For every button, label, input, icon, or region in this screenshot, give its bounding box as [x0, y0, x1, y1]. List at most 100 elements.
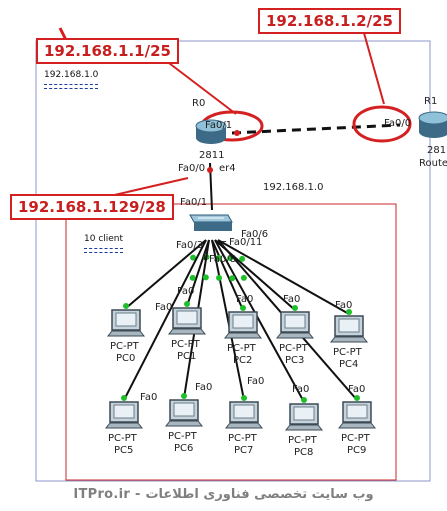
annotation-arrow-r0-fa00: [109, 177, 189, 197]
pc-link-pc0: [125, 239, 207, 309]
switch-port-fa011: Fa0/11: [229, 237, 263, 248]
pc-name-label: PC0: [116, 353, 136, 364]
router-r1-icon[interactable]: [418, 111, 447, 138]
pc-type-label: PC-PT: [227, 343, 256, 354]
pc-type-label: PC-PT: [171, 339, 200, 350]
link-status-indicator: [216, 274, 223, 281]
pc-name-label: PC2: [233, 355, 253, 366]
pc-icon-pc6[interactable]: [164, 399, 204, 427]
pc-icons-layer: [104, 307, 377, 431]
pc-name-label: PC3: [285, 355, 305, 366]
router-r0-name: R0: [192, 98, 206, 109]
annotation-arrow-r1-fa00: [363, 32, 385, 105]
highlight-r1-fa00: [352, 105, 412, 143]
pc-port-label: Fa0: [292, 384, 310, 395]
pc-icon-pc3[interactable]: [275, 311, 315, 339]
link-status-indicator: [354, 395, 360, 401]
pc-name-label: PC9: [347, 445, 367, 456]
link-status-indicator: [301, 397, 307, 403]
router-r1-name: R1: [424, 96, 438, 107]
pc-name-label: PC4: [339, 359, 359, 370]
pc-icon-pc7[interactable]: [224, 401, 264, 429]
pc-name-label: PC5: [114, 445, 134, 456]
link-status-indicator: [346, 309, 352, 315]
pc-icon-pc2[interactable]: [223, 311, 263, 339]
pc-icon-pc9[interactable]: [337, 401, 377, 429]
switch-icon[interactable]: [189, 214, 233, 231]
pc-link-pc2: [211, 239, 244, 311]
pc-link-pc4: [217, 239, 350, 315]
pc-port-label: Fa0: [348, 384, 366, 395]
switch-label-fragment: F: [203, 252, 209, 263]
link-status-indicator: [184, 301, 190, 307]
pc-name-label: PC6: [174, 443, 194, 454]
ip-annotation-r0-fa00: 192.168.1.129/28: [10, 194, 174, 220]
pc-name-label: PC8: [294, 447, 314, 458]
r0-r1-link: [231, 123, 401, 135]
pc-type-label: PC-PT: [288, 435, 317, 446]
switch-port-fa03: Fa0/3: [176, 240, 204, 251]
red-marker-dot: [207, 167, 213, 173]
router-r1-port-fa00: Fa0/0: [384, 118, 412, 129]
switch-port-fa08: Fa0/8: [209, 254, 237, 265]
link-status-indicator: [240, 305, 246, 311]
pc-type-label: PC-PT: [228, 433, 257, 444]
network-note-middle: 192.168.1.0: [263, 182, 324, 193]
link-status-indicator: [239, 255, 246, 262]
pc-icon-pc8[interactable]: [284, 403, 324, 431]
pc-link-pc1: [186, 239, 210, 307]
router-r1-type: Route: [419, 158, 447, 169]
pc-type-label: PC-PT: [341, 433, 370, 444]
router-r1-model: 281: [427, 145, 447, 156]
pc-port-label: Fa0: [140, 392, 158, 403]
pc-type-label: PC-PT: [333, 347, 362, 358]
switch-port-fa06: Fa0/6: [241, 229, 269, 240]
pc-link-pc5: [123, 239, 207, 401]
link-status-indicator: [181, 393, 187, 399]
pc-icon-pc1[interactable]: [167, 307, 207, 335]
pc-type-label: PC-PT: [110, 341, 139, 352]
link-status-indicator: [123, 303, 129, 309]
link-status-indicator: [189, 274, 196, 281]
ip-annotation-r0-fa01: 192.168.1.1/25: [36, 38, 179, 64]
pc-port-label: Fa0: [283, 294, 301, 305]
pc-name-label: PC7: [234, 445, 254, 456]
lan-area-outline: [65, 203, 397, 481]
switch-label-fragment: F: [221, 240, 227, 251]
pc-port-label: Fa0: [195, 382, 213, 393]
pc-type-label: PC-PT: [168, 431, 197, 442]
link-status-indicator: [190, 254, 197, 261]
annotation-arrow-r0-fa01: [164, 59, 237, 115]
footer-watermark: ITPro.ir - وب سایت تخصصی فناوری اطلاعات: [73, 487, 374, 502]
pc-name-label: PC1: [177, 351, 197, 362]
pc-icon-pc0[interactable]: [106, 309, 146, 337]
pc-port-label: Fa0: [177, 286, 195, 297]
pc-link-pc7: [211, 239, 245, 401]
link-status-indicator: [240, 274, 247, 281]
link-status-indicator: [292, 305, 298, 311]
pc-type-label: PC-PT: [279, 343, 308, 354]
pc-icon-pc5[interactable]: [104, 401, 144, 429]
clients-note: 10 client: [84, 234, 124, 253]
pc-link-pc8: [214, 239, 305, 403]
link-status-indicator: [202, 274, 209, 281]
router-r0-model-suffix: er4: [219, 163, 236, 174]
ip-annotation-r1-fa00: 192.168.1.2/25: [258, 8, 401, 34]
network-note-top: 192.168.1.0: [44, 70, 99, 89]
router-r0-port-fa00: Fa0/0: [178, 163, 206, 174]
pc-port-label: Fa0: [335, 300, 353, 311]
pc-port-label: Fa0: [247, 376, 265, 387]
router-r0-icon[interactable]: [195, 119, 227, 144]
pc-port-label: Fa0: [155, 302, 173, 313]
switch-port-fa01: Fa0/1: [180, 197, 208, 208]
router-r0-model: 2811: [199, 150, 225, 161]
pc-icon-pc4[interactable]: [329, 315, 369, 343]
network-area-outline: [35, 40, 431, 482]
pc-port-label: Fa0: [236, 294, 254, 305]
link-status-indicator: [241, 395, 247, 401]
link-status-indicator: [121, 395, 127, 401]
link-status-indicator: [215, 255, 222, 262]
router-r0-port-fa01: Fa0/1: [205, 120, 233, 131]
